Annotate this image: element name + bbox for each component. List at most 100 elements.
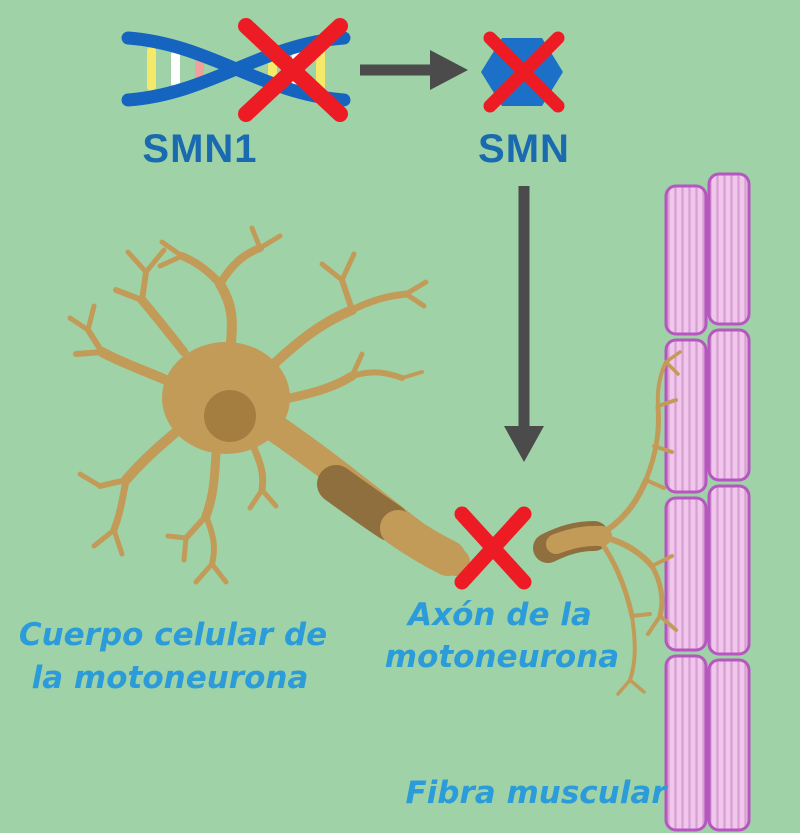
axon-label-line2: motoneurona	[385, 639, 619, 675]
terminal-branch	[595, 477, 649, 539]
terminal-branch	[658, 614, 678, 632]
terminal-branch	[652, 444, 674, 454]
arrow-right-icon	[360, 50, 468, 90]
muscle-fiber-label: Fibra muscular	[405, 775, 668, 811]
dna-base-pair	[147, 47, 156, 91]
dendrite-branch	[67, 315, 91, 333]
x-stroke	[483, 31, 565, 113]
muscle-fiber-segment	[707, 484, 751, 656]
terminal-branch	[643, 403, 661, 483]
dendrite-branch	[339, 277, 355, 313]
muscle-fiber-segment	[707, 172, 751, 326]
dendrite-branch	[403, 291, 427, 309]
dna-base-pair	[195, 56, 204, 82]
dna-double-helix-icon	[121, 18, 351, 122]
protein-label: SMN	[478, 127, 570, 171]
muscle-fiber-segment	[707, 328, 751, 482]
cell-body-label-line1: Cuerpo celular de	[19, 617, 327, 653]
dendrite-branch	[183, 513, 209, 541]
muscle-fiber-segment	[707, 658, 751, 832]
axon-red-x-icon	[454, 506, 532, 590]
muscle-fiber-segment	[664, 338, 708, 494]
gene-label: SMN1	[142, 127, 257, 171]
terminal-branch	[656, 398, 678, 408]
terminal-branch	[595, 535, 635, 619]
dendrite-branch	[73, 349, 105, 357]
axon	[258, 412, 470, 576]
dendrite-branch	[111, 527, 125, 557]
muscle-fiber-segment	[664, 184, 708, 336]
dendrite-branch	[159, 239, 185, 259]
dna-base-pair	[171, 51, 180, 87]
terminal-branch	[646, 614, 662, 636]
terminal-branch	[649, 563, 665, 619]
terminal-branch	[650, 554, 674, 568]
dendrite-branch	[181, 535, 189, 563]
dendrite-branch	[139, 269, 149, 303]
dendrite-branch	[250, 444, 267, 494]
axon-label-line1: Axón de la	[405, 597, 592, 633]
dna-base-pair	[316, 47, 325, 91]
terminal-branch	[664, 360, 680, 376]
arrow-down-icon	[504, 186, 544, 462]
axon-segment	[380, 510, 466, 576]
terminal-branch	[628, 678, 646, 694]
muscle-fiber-segment	[664, 654, 708, 832]
myelin-segment	[317, 465, 409, 541]
dendrite-branch	[143, 247, 167, 275]
dendrite-branch	[285, 371, 357, 403]
terminal-branch	[595, 533, 655, 569]
dendrite-branch	[137, 295, 189, 357]
dendrite-branch	[97, 347, 171, 385]
dendrite-branch	[203, 513, 217, 567]
dendrite-branch	[257, 233, 283, 251]
dendrite-branch	[400, 370, 424, 380]
red-x-icon	[238, 18, 348, 122]
dendrite-branch	[216, 244, 264, 288]
dendrite-branch	[319, 261, 345, 283]
red-x-icon	[483, 31, 565, 113]
dendrite-branch	[269, 305, 357, 369]
dendrite-branch	[403, 279, 429, 297]
terminal-branch	[644, 478, 666, 490]
dendrite-branch	[178, 252, 224, 288]
dendrite-branch	[85, 303, 97, 333]
terminal-stub	[546, 525, 612, 554]
axon-terminal	[533, 350, 682, 696]
dendrite-branch	[85, 327, 105, 355]
dendrite-branch	[249, 225, 263, 251]
terminal-branch	[664, 350, 682, 364]
dendrite-branch	[91, 527, 117, 549]
dendrite-branch	[77, 471, 103, 489]
dendrite-branch	[121, 427, 181, 485]
muscle-fiber-segment	[664, 496, 708, 652]
terminal-branch	[630, 612, 652, 618]
dendrite-branch	[125, 249, 149, 275]
nucleus	[204, 390, 256, 442]
arrow-head	[430, 50, 468, 90]
dendrite-branch	[215, 279, 237, 357]
dendrite-branch	[201, 449, 221, 521]
x-stroke	[454, 506, 532, 590]
dendrite-branch	[259, 487, 279, 509]
terminal-branch	[616, 678, 632, 696]
dendrite-branch	[193, 561, 215, 585]
protein-hexagon-icon	[481, 31, 565, 113]
cell-body-label-line2: la motoneurona	[32, 660, 309, 696]
dendrite-branch	[247, 487, 265, 511]
dendrite-branch	[209, 561, 229, 585]
terminal-branch	[655, 360, 668, 408]
arrow-head	[504, 426, 544, 462]
x-stroke	[238, 18, 348, 122]
dendrite-branch	[339, 251, 357, 283]
dendrite-branch	[97, 477, 129, 489]
terminal-branches	[595, 350, 682, 696]
dendrite-branch	[157, 253, 185, 269]
terminal-branch	[628, 614, 637, 682]
dendrite-branch	[349, 351, 365, 379]
motor-neuron-illustration	[67, 225, 682, 696]
dendrite-branch	[348, 290, 410, 314]
dendrite-branch	[113, 287, 145, 303]
